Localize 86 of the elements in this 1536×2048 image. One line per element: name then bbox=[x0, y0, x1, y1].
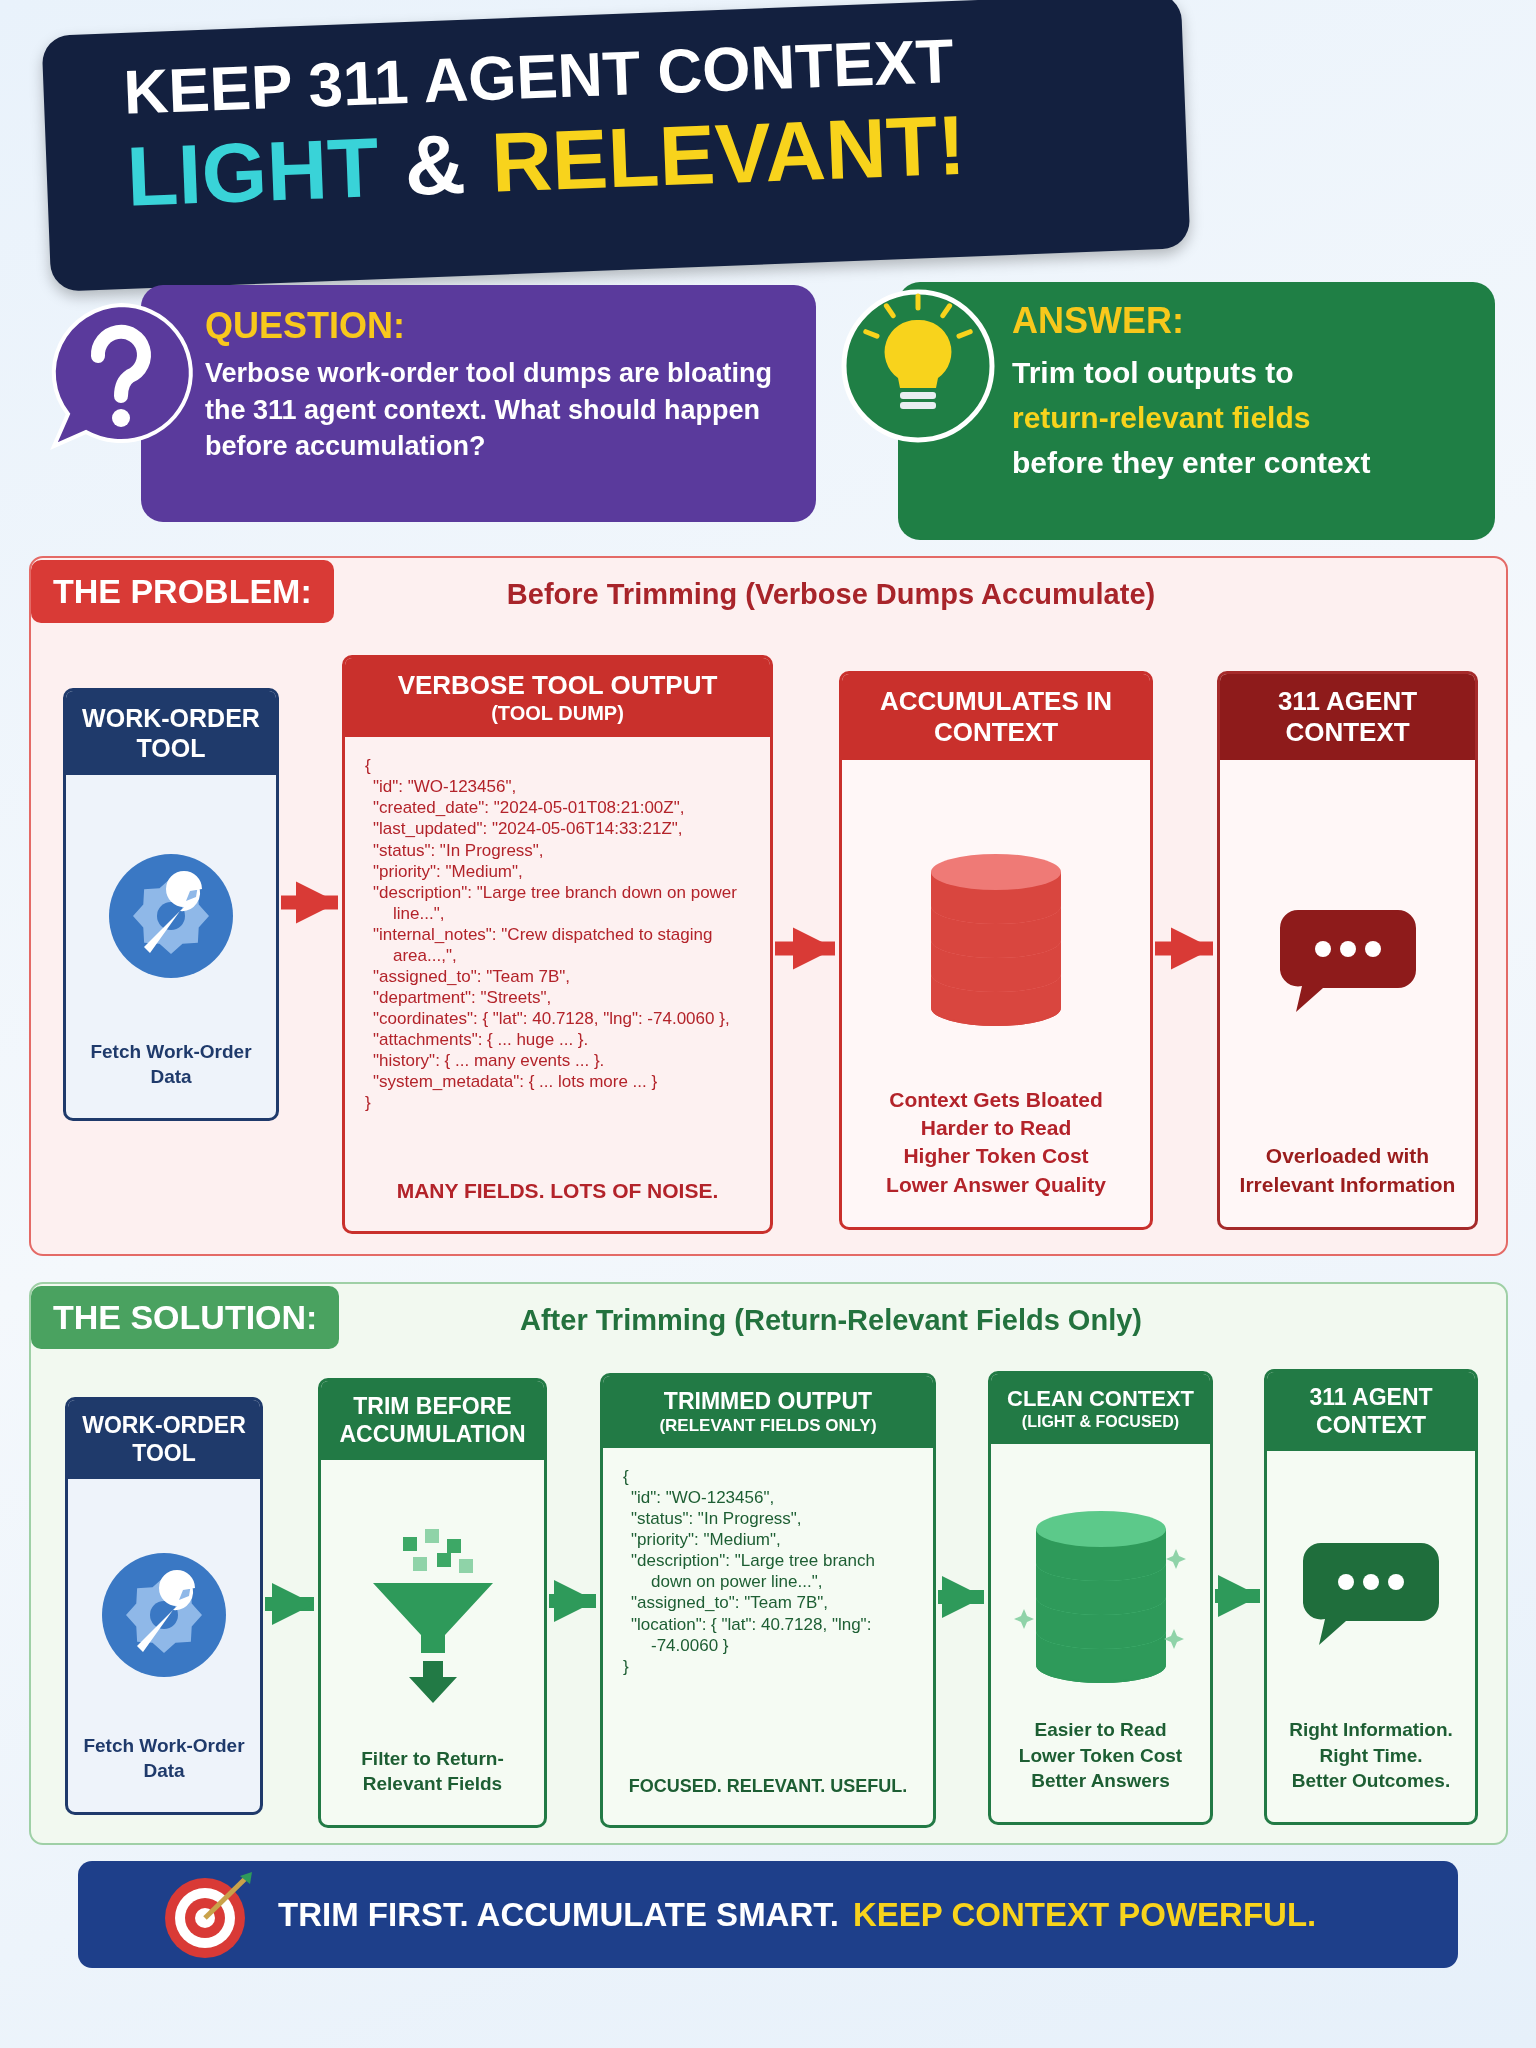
code-line: { bbox=[364, 755, 372, 777]
section-panel bbox=[29, 1282, 1508, 1845]
code-line: "description": "Large tree branch down on power line...", bbox=[630, 1550, 876, 1593]
card-text: Higher Token Cost bbox=[903, 1143, 1089, 1170]
card-title: ACCUMULATES IN CONTEXT bbox=[878, 686, 1114, 749]
code-line: "last_updated": "2024-05-06T14:33:21Z", bbox=[372, 818, 684, 840]
code-line: } bbox=[622, 1655, 630, 1677]
code-line: "attachments": { ... huge ... }. bbox=[372, 1029, 590, 1051]
card-subtitle: (LIGHT & FOCUSED) bbox=[1020, 1412, 1181, 1432]
card-title: WORK-ORDER TOOL bbox=[81, 1412, 247, 1468]
arrow bbox=[281, 881, 338, 924]
answer-text: return-relevant fields bbox=[1012, 400, 1312, 436]
arrow bbox=[1215, 1575, 1260, 1617]
card-text: Better Outcomes. bbox=[1291, 1769, 1451, 1794]
section-subtitle: Before Trimming (Verbose Dumps Accumulate) bbox=[505, 578, 1157, 611]
code-line: "history": { ... many events ... }. bbox=[372, 1050, 606, 1072]
card-title: 311 AGENT CONTEXT bbox=[1276, 686, 1419, 749]
question-text: Verbose work-order tool dumps are bloating the 311 agent context. What should happen before accumulation? bbox=[205, 357, 774, 464]
arrow bbox=[549, 1580, 596, 1622]
answer-card bbox=[898, 282, 1495, 540]
code-line: "location": { "lat": 40.7128, "lng": -74.0060 } bbox=[630, 1613, 873, 1656]
card-text: Lower Token Cost bbox=[1018, 1743, 1183, 1768]
card-title: TRIMMED OUTPUT bbox=[662, 1388, 874, 1416]
card-text: Harder to Read bbox=[920, 1114, 1072, 1141]
card-title: WORK-ORDER TOOL bbox=[81, 703, 261, 763]
section-heading: THE PROBLEM: bbox=[31, 560, 334, 623]
footer-banner bbox=[78, 1861, 1458, 1968]
process-card bbox=[342, 655, 773, 1234]
process-card bbox=[600, 1373, 936, 1828]
section-panel bbox=[29, 556, 1508, 1256]
code-line: "priority": "Medium", bbox=[630, 1529, 782, 1551]
process-card bbox=[63, 688, 279, 1121]
section-heading: THE SOLUTION: bbox=[31, 1286, 340, 1349]
card-text: Easier to Read bbox=[1034, 1718, 1167, 1743]
card-text: Fetch Work-Order Data bbox=[82, 1733, 246, 1784]
process-card bbox=[318, 1378, 547, 1828]
code-line: "status": "In Progress", bbox=[372, 839, 545, 861]
question-heading: QUESTION: bbox=[205, 305, 406, 347]
card-text: Lower Answer Quality bbox=[886, 1171, 1106, 1198]
arrow bbox=[1155, 927, 1213, 970]
code-line: "assigned_to": "Team 7B", bbox=[372, 965, 572, 988]
card-text: Right Time. bbox=[1319, 1743, 1423, 1768]
code-line: "department": "Streets", bbox=[372, 987, 553, 1009]
card-text: Context Gets Bloated bbox=[889, 1086, 1103, 1113]
card-text: Better Answers bbox=[1031, 1769, 1170, 1794]
card-text: Filter to Return-Relevant Fields bbox=[360, 1746, 505, 1797]
title-word: & bbox=[402, 116, 468, 216]
code-line: "system_metadata": { ... lots more ... } bbox=[372, 1071, 659, 1093]
process-card bbox=[65, 1397, 263, 1815]
title-banner bbox=[41, 0, 1191, 292]
code-line: } bbox=[364, 1092, 372, 1114]
title-word: LIGHT bbox=[125, 119, 381, 226]
code-line: "description": "Large tree branch down on power line...", bbox=[372, 881, 738, 924]
code-line: "coordinates": { "lat": 40.7128, "lng": -74.0060 }, bbox=[372, 1008, 731, 1030]
arrow bbox=[265, 1583, 314, 1625]
process-card bbox=[839, 671, 1153, 1230]
process-card bbox=[1264, 1369, 1478, 1825]
code-line: "created_date": "2024-05-01T08:21:00Z", bbox=[372, 797, 686, 819]
answer-text: before they enter context bbox=[1012, 445, 1372, 481]
footer-slogan: KEEP CONTEXT POWERFUL. bbox=[852, 1895, 1317, 1934]
code-line: "assigned_to": "Team 7B", bbox=[630, 1592, 830, 1614]
card-title: VERBOSE TOOL OUTPUT bbox=[396, 670, 719, 702]
code-line: "id": "WO-123456", bbox=[372, 776, 518, 798]
card-text: Overloaded with Irrelevant Information bbox=[1238, 1143, 1457, 1198]
card-subtitle: (TOOL DUMP) bbox=[490, 701, 625, 726]
footer-slogan: TRIM FIRST. ACCUMULATE SMART. bbox=[278, 1895, 839, 1934]
card-footer-text: MANY FIELDS. LOTS OF NOISE. bbox=[396, 1179, 719, 1203]
arrow bbox=[775, 927, 835, 970]
code-line: "priority": "Medium", bbox=[372, 860, 524, 882]
code-line: "id": "WO-123456", bbox=[630, 1487, 776, 1509]
card-text: Fetch Work-Order Data bbox=[89, 1039, 253, 1090]
arrow bbox=[938, 1576, 984, 1618]
card-subtitle: (RELEVANT FIELDS ONLY) bbox=[658, 1415, 878, 1436]
card-text: Right Information. bbox=[1289, 1718, 1453, 1743]
code-line: "status": "In Progress", bbox=[630, 1508, 803, 1530]
card-title: 311 AGENT CONTEXT bbox=[1308, 1384, 1434, 1440]
card-title: CLEAN CONTEXT bbox=[1006, 1386, 1195, 1413]
code-line: { bbox=[622, 1466, 630, 1488]
card-title: TRIM BEFORE ACCUMULATION bbox=[338, 1393, 527, 1449]
code-line: "internal_notes": "Crew dispatched to staging area...,", bbox=[372, 923, 714, 966]
process-card bbox=[1217, 671, 1478, 1230]
answer-heading: ANSWER: bbox=[1012, 300, 1185, 342]
process-card bbox=[988, 1371, 1213, 1825]
answer-text: Trim tool outputs to bbox=[1012, 355, 1295, 391]
section-subtitle: After Trimming (Return-Relevant Fields Only) bbox=[519, 1304, 1143, 1337]
card-footer-text: FOCUSED. RELEVANT. USEFUL. bbox=[628, 1776, 908, 1797]
